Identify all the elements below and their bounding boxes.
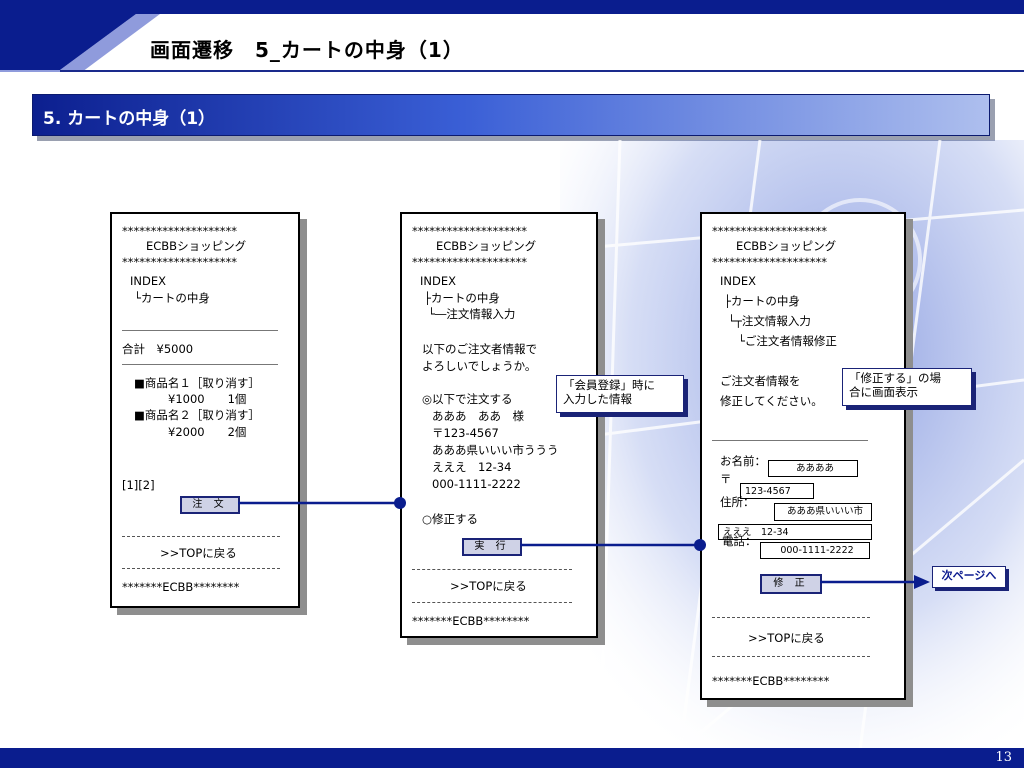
footer-text: *******ECBB********: [412, 614, 530, 628]
edit-message-2: 修正してください。: [720, 394, 823, 408]
callout-fix-display: 「修正する」の場 合に画面表示: [842, 368, 972, 406]
stars-mid: ********************: [122, 255, 237, 269]
address-2-field[interactable]: えええ 12-34: [718, 524, 872, 540]
customer-name: あああ ああ 様: [432, 409, 524, 423]
screen-order-confirm: ******************** ECBBショッピング ********…: [400, 212, 598, 638]
section-title: 5. カートの中身（1）: [43, 109, 216, 129]
dashed-divider: [412, 602, 572, 603]
dashed-divider: [122, 536, 280, 537]
breadcrumb-cart: ├カートの中身: [424, 291, 500, 305]
stars-mid: ********************: [712, 255, 827, 269]
footer-text: *******ECBB********: [122, 580, 240, 594]
footer-band: 13: [0, 748, 1024, 768]
pager[interactable]: [1][2]: [122, 478, 155, 492]
edit-message-1: ご注文者情報を: [720, 374, 801, 388]
index-link[interactable]: INDEX: [130, 274, 166, 288]
top-link[interactable]: >>TOPに戻る: [748, 631, 825, 645]
postal-label: 〒: [720, 472, 732, 486]
radio-fix-option[interactable]: ○修正する: [422, 512, 479, 526]
next-page-label: 次ページへ: [932, 566, 1006, 588]
index-link[interactable]: INDEX: [420, 274, 456, 288]
dashed-divider: [412, 569, 572, 570]
cart-total: 合計 ¥5000: [122, 342, 194, 356]
callout-member-info: 「会員登録」時に 入力した情報: [556, 375, 684, 413]
page-title: 画面遷移 5_カートの中身（1）: [150, 38, 464, 62]
breadcrumb-order: └―注文情報入力: [428, 307, 516, 321]
address-label: 住所：: [720, 495, 755, 509]
postal-field[interactable]: 123-4567: [740, 483, 814, 499]
shop-name: ECBBショッピング: [146, 239, 247, 253]
footer-text: *******ECBB********: [712, 674, 830, 688]
execute-button[interactable]: 実 行: [462, 538, 522, 556]
phone-label: 電話：: [722, 534, 757, 548]
breadcrumb-order: └┬注文情報入力: [728, 314, 811, 328]
item1-detail: ¥1000 1個: [168, 392, 247, 406]
screen-cart-contents: ******************** ECBBショッピング ********…: [110, 212, 300, 608]
title-underline: [60, 70, 1024, 72]
customer-phone: 000-1111-2222: [432, 477, 521, 491]
dashed-divider: [712, 656, 870, 657]
phone-field[interactable]: 000-1111-2222: [760, 542, 870, 559]
dashed-divider: [712, 617, 870, 618]
divider: [122, 364, 278, 365]
stars-top: ********************: [412, 224, 527, 238]
item2-detail: ¥2000 2個: [168, 425, 247, 439]
callout-line: 「修正する」の場: [849, 371, 941, 385]
divider: [712, 440, 868, 441]
screen-customer-edit: ******************** ECBBショッピング ********…: [700, 212, 906, 700]
radio-order-option[interactable]: ◎以下で注文する: [422, 392, 513, 406]
stars-mid: ********************: [412, 255, 527, 269]
order-button[interactable]: 注 文: [180, 496, 240, 514]
index-link[interactable]: INDEX: [720, 274, 756, 288]
fix-button[interactable]: 修 正: [760, 574, 822, 594]
top-link[interactable]: >>TOPに戻る: [160, 546, 237, 560]
shop-name: ECBBショッピング: [436, 239, 537, 253]
customer-postal: 〒123-4567: [432, 426, 499, 440]
name-field[interactable]: ああああ: [768, 460, 858, 477]
top-link[interactable]: >>TOPに戻る: [450, 579, 527, 593]
customer-address: あああ県いいい市ううう: [432, 443, 559, 457]
name-label: お名前：: [720, 454, 766, 468]
dashed-divider: [122, 568, 280, 569]
page-number: 13: [995, 750, 1012, 765]
header-band: [0, 0, 1024, 72]
stars-top: ********************: [712, 224, 827, 238]
item1-name[interactable]: ■商品名１［取り消す］: [134, 376, 260, 390]
confirm-message-1: 以下のご注文者情報で: [422, 342, 537, 356]
breadcrumb-cart: ├カートの中身: [724, 294, 800, 308]
callout-line: 入力した情報: [563, 392, 632, 406]
section-banner: 5. カートの中身（1）: [32, 94, 990, 136]
stars-top: ********************: [122, 224, 237, 238]
divider: [122, 330, 278, 331]
item2-name[interactable]: ■商品名２［取り消す］: [134, 408, 260, 422]
breadcrumb-edit: └ご注文者情報修正: [738, 334, 837, 348]
breadcrumb-cart: └カートの中身: [134, 291, 210, 305]
shop-name: ECBBショッピング: [736, 239, 837, 253]
customer-address-2: えええ 12-34: [432, 460, 512, 474]
callout-line: 「会員登録」時に: [563, 378, 655, 392]
callout-line: 合に画面表示: [849, 385, 918, 399]
address-field[interactable]: あああ県いいい市: [774, 503, 872, 521]
confirm-message-2: よろしいでしょうか。: [422, 359, 537, 373]
